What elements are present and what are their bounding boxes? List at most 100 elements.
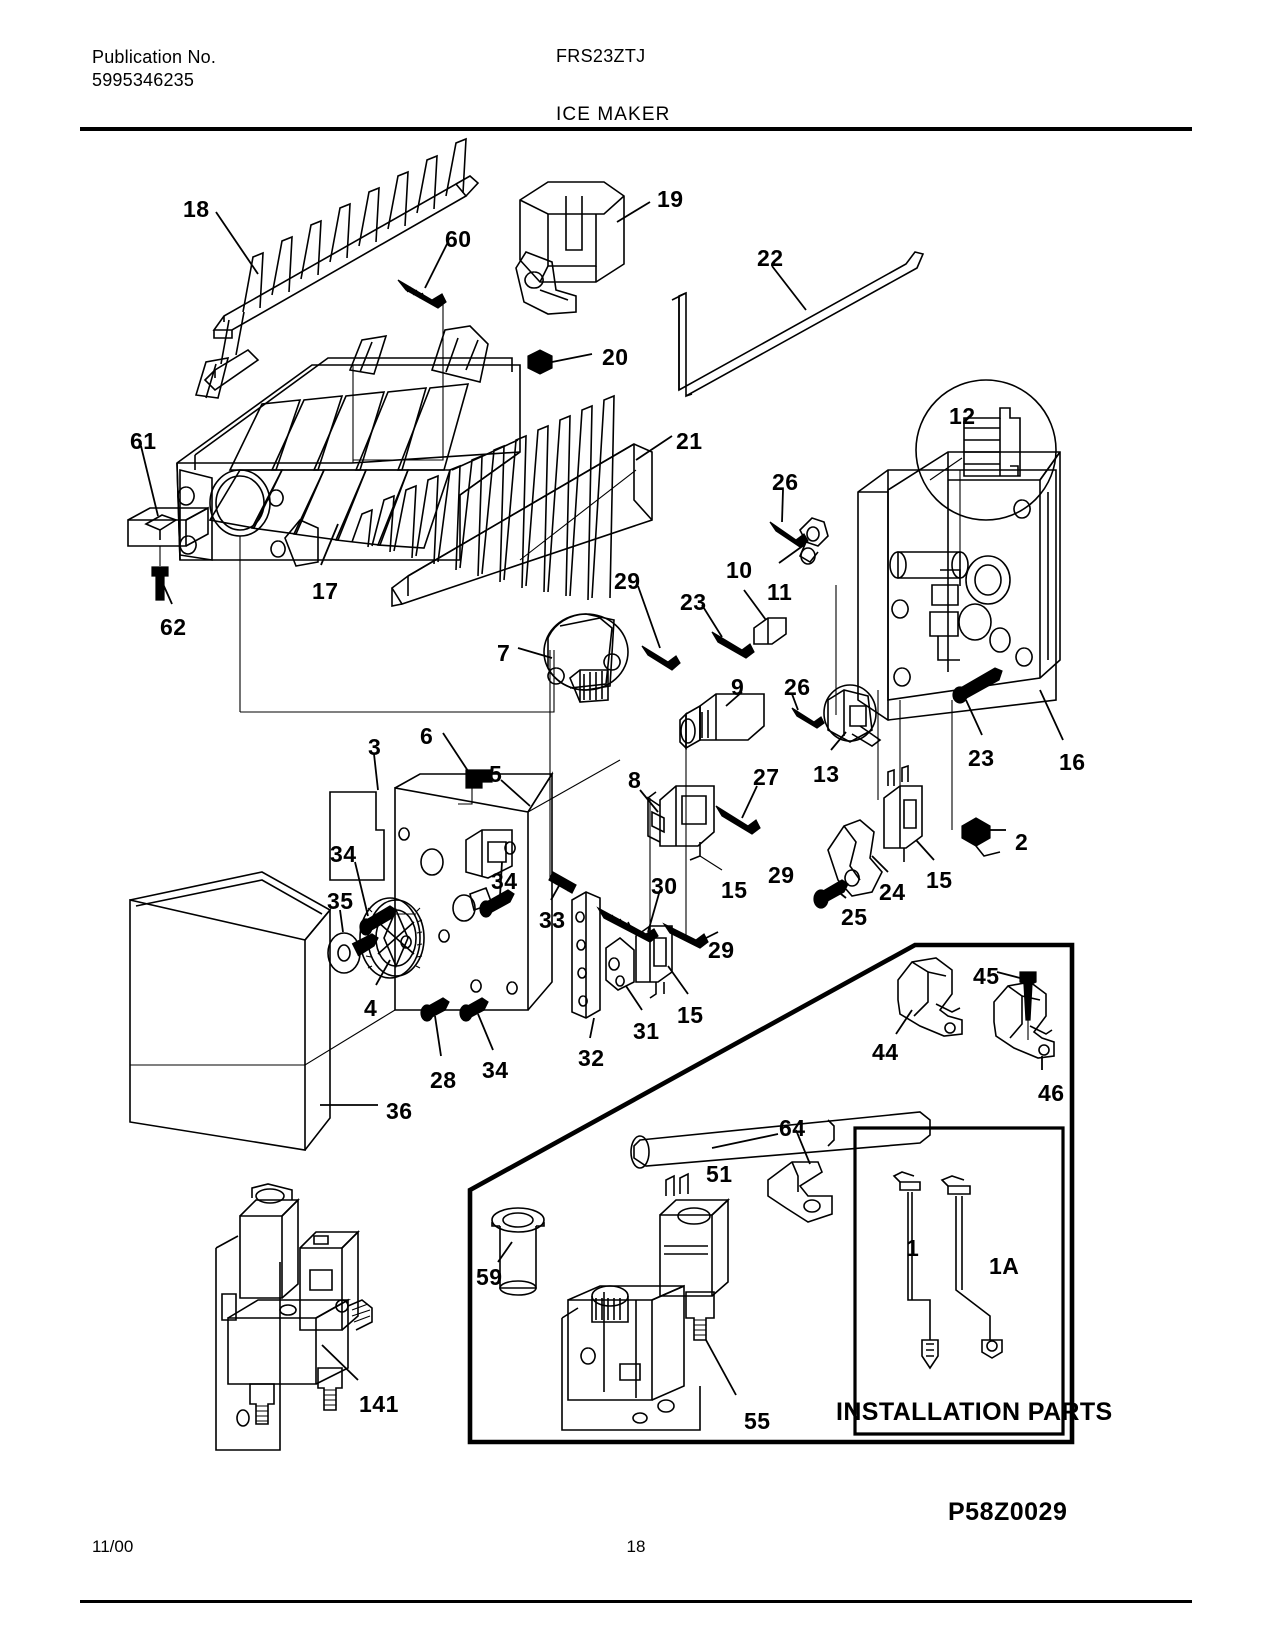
- part-11-grommet: [798, 517, 829, 565]
- part-26-screw-top: [769, 521, 809, 548]
- part-18-rake: [203, 137, 480, 392]
- callout-21: 21: [676, 428, 703, 454]
- leader-24: [871, 855, 889, 873]
- callout-44: 44: [872, 1039, 899, 1065]
- part-60-screw: [397, 279, 447, 309]
- leader-12: [929, 457, 963, 481]
- callout-32: 32: [578, 1045, 605, 1071]
- leader-60b: [353, 300, 444, 461]
- part-21-stripper: [351, 394, 653, 607]
- part-64-bracket: [767, 1161, 833, 1223]
- part-44-clamp: [897, 957, 963, 1037]
- callout-62: 62: [160, 614, 187, 640]
- construction-line-13: [527, 759, 621, 813]
- part-2-grommet: [961, 817, 1001, 857]
- leader-29a: [637, 585, 661, 649]
- header-divider: [80, 127, 1192, 131]
- leader-25: [835, 889, 847, 899]
- leader-15b: [915, 839, 935, 861]
- leader-55: [705, 1339, 737, 1396]
- callout-30: 30: [651, 873, 678, 899]
- part-62-screw: [151, 566, 169, 601]
- callout-13: 13: [813, 761, 840, 787]
- part-20-bushing: [527, 349, 553, 375]
- part-16-head-module: [857, 451, 1061, 721]
- leader-16: [1039, 689, 1064, 741]
- part-24-lever: [827, 819, 883, 897]
- part-33-spring: [548, 871, 577, 894]
- leader-32: [589, 1017, 595, 1039]
- callout-24: 24: [879, 879, 906, 905]
- installation-inner-box: [853, 1126, 1065, 1436]
- leader-33: [550, 883, 561, 901]
- callout-12: 12: [949, 403, 976, 429]
- callout-61: 61: [130, 428, 157, 454]
- part-15-switch-b: [883, 764, 923, 862]
- installation-parts-title: INSTALLATION PARTS: [836, 1398, 1113, 1426]
- leader-28: [434, 1015, 442, 1057]
- drawing-number: P58Z0029: [948, 1498, 1068, 1526]
- callout-34: 34: [482, 1057, 509, 1083]
- part-7-motor: [543, 613, 629, 703]
- part-13-cam: [823, 684, 882, 747]
- leader-10: [743, 589, 767, 621]
- part-34-screw-b: [479, 889, 515, 918]
- callout-10: 10: [726, 557, 753, 583]
- callout-141: 141: [359, 1391, 399, 1417]
- part-1-harness: [892, 1171, 939, 1370]
- callout-2: 2: [1015, 829, 1029, 855]
- callout-22: 22: [757, 245, 784, 271]
- leader-13: [830, 731, 847, 751]
- callout-1: 1: [906, 1235, 920, 1261]
- leader-20: [551, 353, 593, 363]
- publication-label: Publication No.: [92, 47, 217, 67]
- part-23-screw-b: [952, 667, 1003, 704]
- leader-62: [162, 583, 173, 605]
- leader-17: [320, 523, 339, 566]
- leader-19: [616, 201, 651, 223]
- part-26-screw-lower: [791, 707, 825, 729]
- leader-27: [741, 785, 758, 819]
- callout-46: 46: [1038, 1080, 1065, 1106]
- page-header: Publication No. 5995346235 FRS23ZTJ ICE …: [0, 0, 1272, 135]
- leader-34a: [354, 861, 369, 917]
- callout-19: 19: [657, 186, 684, 212]
- leader-6b: [458, 786, 473, 805]
- callout-27: 27: [753, 764, 780, 790]
- part-22-wire-arm: [671, 251, 925, 398]
- callout-55: 55: [744, 1408, 771, 1434]
- leader-22: [771, 265, 807, 311]
- part-15-switch-a: [635, 925, 673, 999]
- callout-15: 15: [677, 1002, 704, 1028]
- callout-26: 26: [784, 674, 811, 700]
- callout-33: 33: [539, 907, 566, 933]
- part-17-ice-mold: [176, 325, 521, 567]
- callout-34: 34: [330, 841, 357, 867]
- callout-28: 28: [430, 1067, 457, 1093]
- leader-51: [711, 1133, 779, 1149]
- leader-15a2: [667, 965, 689, 995]
- leader-18: [215, 211, 259, 275]
- part-8-switch: [647, 785, 715, 861]
- part-32-mounting-bar: [571, 891, 601, 1019]
- footer-date: 11/00: [92, 1537, 134, 1556]
- callout-9: 9: [731, 674, 745, 700]
- callout-11: 11: [767, 579, 793, 605]
- part-36-insulation-block: [129, 871, 332, 1151]
- part-29-screw-a: [641, 645, 681, 671]
- callout-17: 17: [312, 578, 339, 604]
- callout-16: 16: [1059, 749, 1086, 775]
- footer-divider: [80, 1600, 1192, 1603]
- callout-18: 18: [183, 196, 210, 222]
- part-27-screw: [715, 805, 761, 835]
- part-5-support-plate: [394, 771, 554, 1011]
- publication-number: 5995346235: [92, 70, 195, 90]
- leader-44: [895, 1009, 913, 1035]
- part-55-water-valve: [561, 1172, 731, 1431]
- callout-23: 23: [968, 745, 995, 771]
- callout-3: 3: [368, 734, 382, 760]
- leader-8: [639, 789, 659, 813]
- callout-26: 26: [772, 469, 799, 495]
- part-34-screw-a: [359, 905, 397, 936]
- leader-31: [625, 985, 643, 1011]
